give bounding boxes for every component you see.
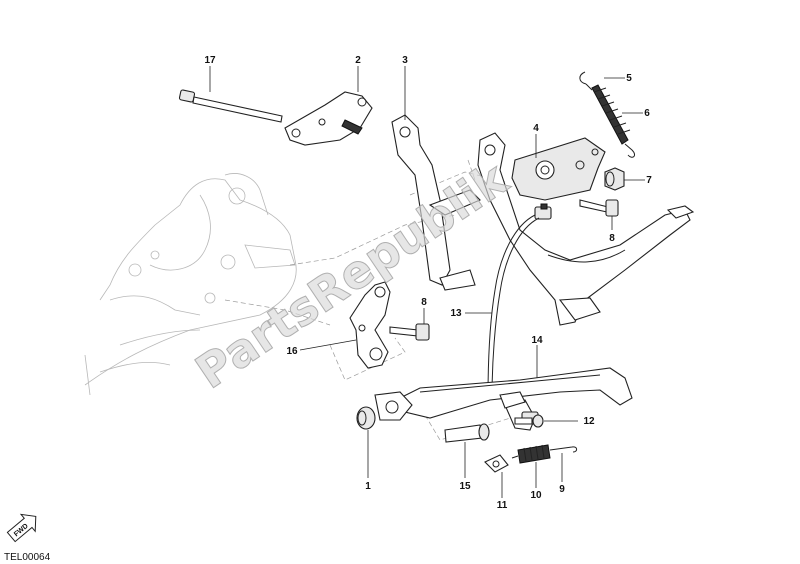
part-pin-15 [444, 423, 490, 443]
part-clip-11 [484, 454, 509, 473]
label-5: 5 [626, 73, 632, 84]
part-nut-7 [604, 167, 625, 191]
fwd-arrow-icon: FWD [6, 513, 37, 543]
label-7: 7 [646, 175, 652, 186]
part-bolt-8-lower [389, 323, 430, 341]
part-bolt-12 [514, 414, 544, 428]
part-center-stand [428, 132, 695, 326]
label-12: 12 [583, 416, 595, 427]
part-bracket-2 [284, 91, 373, 146]
part-plate-4 [511, 137, 606, 201]
part-spring-10 [511, 444, 578, 464]
part-sensor-cable-13 [487, 203, 552, 399]
part-spring-6 [579, 71, 635, 158]
label-8-lower: 8 [421, 297, 427, 308]
frame-ghost-outline [84, 173, 297, 396]
label-4: 4 [533, 123, 539, 134]
label-15: 15 [459, 481, 471, 492]
label-16: 16 [286, 346, 298, 357]
part-bolt-long [178, 89, 283, 123]
part-bracket-16 [349, 281, 391, 369]
label-3: 3 [402, 55, 408, 66]
part-bolt-8-upper [579, 199, 619, 217]
part-labels: 17 2 3 4 5 6 7 8 8 13 14 16 1 15 11 10 9… [204, 55, 652, 511]
label-6: 6 [644, 108, 650, 119]
label-13: 13 [450, 308, 462, 319]
diagram-code: TEL00064 [4, 552, 51, 563]
label-2: 2 [355, 55, 361, 66]
label-17: 17 [204, 55, 216, 66]
label-9: 9 [559, 484, 565, 495]
part-stand-plate-3 [391, 114, 451, 286]
label-1: 1 [365, 481, 371, 492]
label-10: 10 [530, 490, 542, 501]
label-8-upper: 8 [609, 233, 615, 244]
leader-lines [209, 66, 645, 498]
label-11: 11 [497, 500, 508, 511]
label-14: 14 [531, 335, 543, 346]
part-bushing-1 [356, 406, 376, 430]
